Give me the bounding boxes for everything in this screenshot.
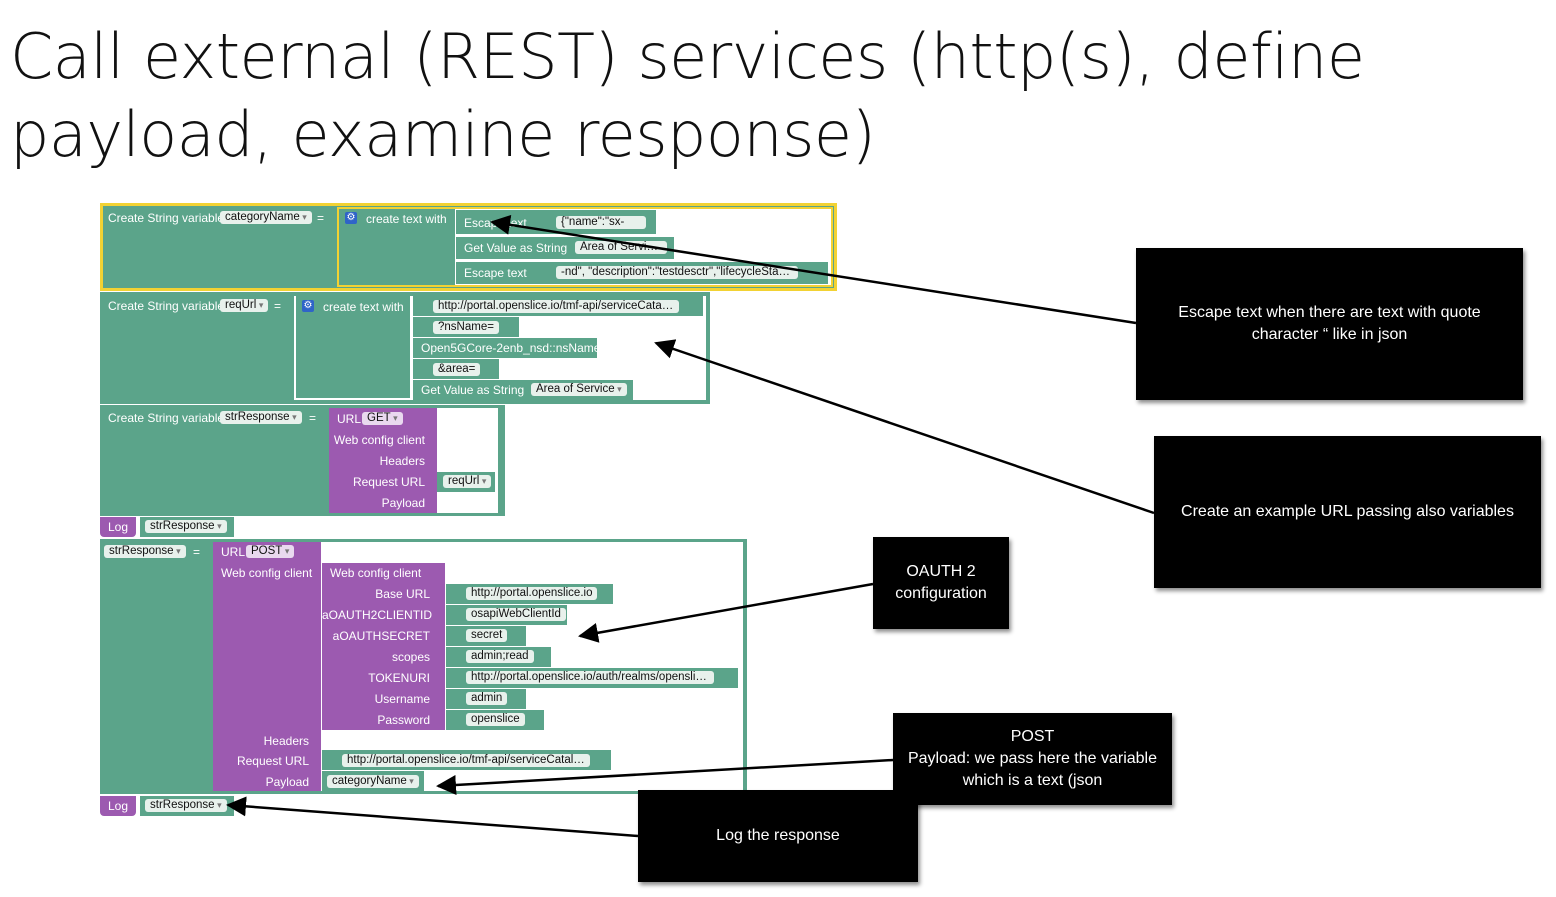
base-url-label: Base URL <box>375 587 430 601</box>
arrow-payload <box>436 758 894 795</box>
create-text-with-label: create text with <box>366 212 447 226</box>
escape-text-value-2[interactable]: -nd", "description":"testdesctr","lifecy… <box>556 266 798 279</box>
note-example-url: Create an example URL passing also varia… <box>1154 436 1541 588</box>
log-value-dropdown-2[interactable]: strResponse <box>145 799 227 812</box>
username-value[interactable]: admin <box>466 692 508 705</box>
secret-label: aOAUTHSECRET <box>332 629 430 643</box>
area-param-value[interactable]: &area= <box>433 363 481 376</box>
escape-text-value-1[interactable]: {"name":"sx- <box>556 216 646 229</box>
username-label: Username <box>374 692 430 706</box>
log-block-2[interactable] <box>100 796 136 816</box>
note-post-payload: POST Payload: we pass here the variable … <box>893 713 1172 805</box>
arrow-oauth <box>578 582 874 643</box>
note-escape-text: Escape text when there are text with quo… <box>1136 248 1523 400</box>
nsname-param-value[interactable]: ?nsName= <box>433 321 499 334</box>
web-config-client-label: Web config client <box>333 433 425 447</box>
base-url-value[interactable]: http://portal.openslice.io <box>466 587 598 600</box>
strresponse-set-dropdown[interactable]: strResponse <box>104 545 186 558</box>
note-log-response: Log the response <box>638 790 918 882</box>
note-oauth2: OAUTH 2 configuration <box>873 537 1009 629</box>
web-config-client-block[interactable] <box>322 563 445 730</box>
area-of-service-dropdown-2[interactable]: Area of Service <box>531 383 627 396</box>
payload-label-2: Payload <box>265 775 309 789</box>
url-label: URL <box>337 412 362 426</box>
escape-text-label-2: Escape text <box>464 266 527 280</box>
scopes-value[interactable]: admin;read <box>466 650 534 663</box>
strresponse-var-dropdown[interactable]: strResponse <box>220 411 302 424</box>
equals-label: = <box>274 299 282 313</box>
payload-ref-dropdown[interactable]: categoryName <box>327 775 419 788</box>
log-block-1[interactable] <box>100 517 136 537</box>
equals-label: = <box>309 411 317 425</box>
web-config-client-label-2: Web config client <box>221 566 313 580</box>
tokenuri-label: TOKENURI <box>368 671 430 685</box>
request-url-label-2: Request URL <box>236 754 309 768</box>
url-label-2: URL <box>221 545 246 559</box>
create-string-label: Create String variable <box>108 411 225 425</box>
headers-label-2: Headers <box>263 734 309 748</box>
create-string-label: Create String variable <box>108 299 225 313</box>
nsd-text-block[interactable] <box>413 338 597 358</box>
password-value[interactable]: openslice <box>466 713 525 726</box>
gear-icon[interactable]: ⚙ <box>345 212 357 224</box>
url-text-value[interactable]: http://portal.openslice.io/tmf-api/servi… <box>433 300 679 313</box>
get-value-label-2: Get Value as String <box>421 383 525 397</box>
requrl-var-dropdown[interactable]: reqUrl <box>220 299 269 312</box>
arrow-url <box>654 339 1155 515</box>
area-of-service-dropdown-1[interactable]: Area of Service <box>575 241 667 254</box>
log-value-dropdown-1[interactable]: strResponse <box>145 520 227 533</box>
log-label-2: Log <box>108 799 129 813</box>
arrow-escape <box>490 214 1137 325</box>
requrl-ref-dropdown[interactable]: reqUrl <box>443 475 492 488</box>
wc-title-label: Web config client <box>330 566 422 580</box>
arrow-log <box>226 796 639 838</box>
create-text-with-block-2[interactable] <box>296 296 410 398</box>
categoryname-var-dropdown[interactable]: categoryName <box>220 211 312 224</box>
page-title: Call external (REST) services (http(s), … <box>10 20 1365 171</box>
client-id-value[interactable]: osapiWebClientId <box>466 608 566 621</box>
equals-label: = <box>317 211 325 225</box>
create-text-with-block[interactable] <box>339 209 455 285</box>
method-get-dropdown[interactable]: GET <box>362 412 403 425</box>
get-value-label-1: Get Value as String <box>464 241 568 255</box>
request-url-label: Request URL <box>352 475 425 489</box>
method-post-dropdown[interactable]: POST <box>246 545 295 558</box>
nsd-name-label: Open5GCore-2enb_nsd::nsName <box>421 341 601 355</box>
secret-value[interactable]: secret <box>466 629 508 642</box>
equals-label: = <box>193 545 201 559</box>
client-id-label: aOAUTH2CLIENTID <box>322 608 433 622</box>
scopes-label: scopes <box>391 650 430 664</box>
post-url-value[interactable]: http://portal.openslice.io/tmf-api/servi… <box>342 754 590 767</box>
password-label: Password <box>377 713 430 727</box>
gear-icon[interactable]: ⚙ <box>302 300 314 312</box>
url-post-block[interactable] <box>213 542 321 791</box>
log-label-1: Log <box>108 520 129 534</box>
payload-label: Payload <box>381 496 425 510</box>
tokenuri-value[interactable]: http://portal.openslice.io/auth/realms/o… <box>466 671 714 684</box>
create-string-label: Create String variable <box>108 211 225 225</box>
create-text-with-label-2: create text with <box>323 300 404 314</box>
headers-label: Headers <box>379 454 425 468</box>
